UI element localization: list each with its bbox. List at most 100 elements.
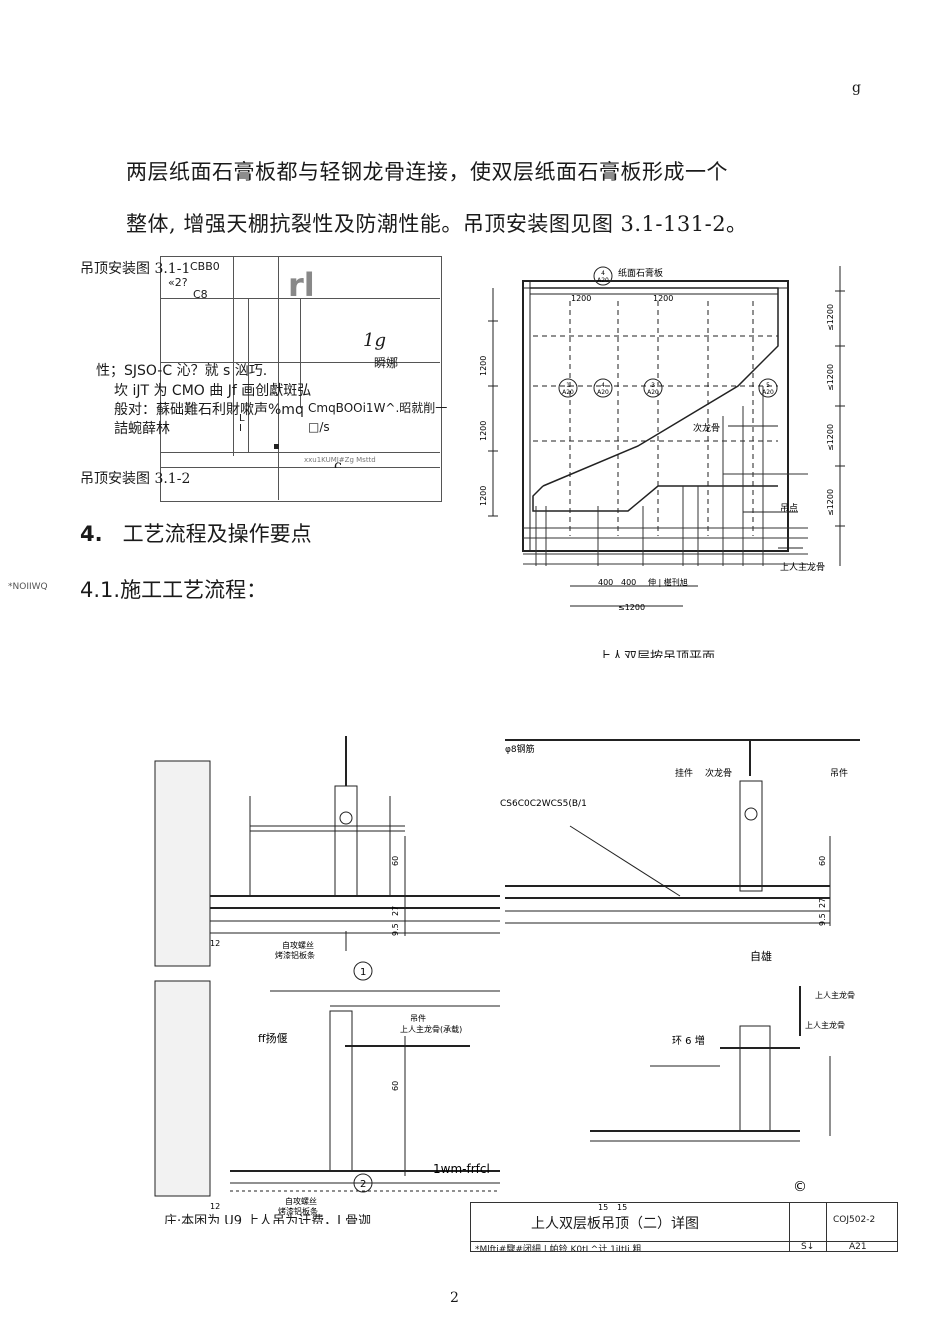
plan-circle-label: A20 [597, 389, 609, 396]
plan-circle-label: A20 [597, 277, 609, 284]
detail-dim-60: 60 [391, 856, 400, 866]
detail-dim-9-5-c: 9.5 [818, 913, 827, 926]
fragment-c: c [334, 458, 342, 468]
plan-right-dim-3: ≤1200 [826, 424, 835, 451]
plan-dim-1200: 1200 [571, 294, 591, 303]
left-figure: 吊顶安装图 3.1-1 CBB0 «2? C8 rl 1g 瞬娜 性；SJSO-… [78, 252, 447, 502]
detail-mark-1: 1 [360, 967, 366, 978]
plan-circle-label: 1 [566, 382, 570, 389]
grid-line [300, 298, 301, 408]
plan-circle-label: 4 [601, 382, 605, 389]
margin-note: *NOIIWQ [8, 582, 48, 592]
fragment-s: □/s [308, 420, 330, 434]
detail-dim-12: 12 [210, 939, 220, 948]
plan-svg: 纸面石膏板 次龙骨 吊点 上人主龙骨 1200 1200 400 400 伸 |… [479, 266, 845, 612]
section-4-num: 4. [80, 522, 103, 546]
title-block: 上人双层板吊顶（二）详图 COJ502-2 *Mlfti#驟#闭細 | 帕铃 K… [470, 1202, 898, 1252]
detail-label-ci: 次龙骨 [705, 767, 732, 779]
title-block-divider [789, 1203, 790, 1251]
fragment-shun: 瞬娜 [374, 356, 399, 370]
plan-right-dim-2: ≤1200 [826, 364, 835, 391]
figure-frame [160, 256, 442, 502]
fragment-c8: C8 [193, 288, 208, 301]
title-block-divider [471, 1241, 897, 1242]
plan-label-ci: 次龙骨 [693, 422, 720, 434]
title-block-s: S↓ [801, 1242, 815, 1251]
detail-note: 庄·本困为 U9 上人吊为讦费，I 骨迦 [164, 1214, 372, 1224]
plan-right-dim-4: ≤1200 [826, 489, 835, 516]
plan-label-board: 纸面石膏板 [618, 267, 663, 279]
detail-dim-9-5: 9.5 [391, 923, 400, 936]
plan-drawing: 纸面石膏板 次龙骨 吊点 上人主龙骨 1200 1200 400 400 伸 |… [478, 236, 853, 658]
fragment-cbb0: CBB0 [190, 260, 220, 273]
plan-left-dim-1: 1200 [479, 356, 488, 376]
detail-mark-2: 2 [360, 1179, 366, 1190]
detail-label-fu: ff扬偃 [258, 1031, 288, 1045]
plan-right-dim-1: ≤1200 [826, 304, 835, 331]
detail-label-c: © [793, 1179, 807, 1195]
plan-dim-1200-b: 1200 [653, 294, 673, 303]
detail-label-screw1: 自攻螺丝 [282, 940, 314, 950]
fragment-1g: 1g [363, 330, 386, 351]
corner-mark: g [852, 80, 861, 96]
garble-line-1: 性；SJSO-C 沁？就 s 汹巧. [96, 363, 268, 379]
section-4-title: 工艺流程及操作要点 [122, 522, 312, 546]
plan-dim-tex: 伸 | 椹刊旭 [648, 577, 688, 587]
plan-circle-label: 3 [651, 382, 655, 389]
dot-mark [274, 444, 279, 449]
plan-label-main: 上人主龙骨 [780, 561, 825, 573]
detail-label-main1: 上人主龙骨(承载) [400, 1024, 462, 1034]
title-block-row2: *Mlfti#驟#闭細 | 帕铃 K0tL^计 1iItJi 粗 [475, 1245, 642, 1251]
section-41-title: 施工工艺流程： [120, 578, 268, 602]
title-block-page: A21 [849, 1242, 867, 1251]
detail-label-main3: 上人主龙骨 [815, 990, 855, 1000]
detail-label-diaojian: 吊件 [830, 767, 848, 779]
detail-label-screw2: 烤漆铝板条 [275, 950, 315, 960]
detail-label-wm: 1wm-frfcl [433, 1162, 490, 1176]
body-line-1: 两层纸面石膏板都与轻钢龙骨连接，使双层纸面石膏板形成一个 [126, 160, 728, 184]
detail-dim-60-b: 60 [391, 1081, 400, 1091]
garble-line-3b: CmqBOOi1W^.昭就削一 [308, 401, 448, 415]
detail-dim-27-c: 27 [818, 898, 827, 908]
detail-dim-15-b: 15 [617, 1203, 627, 1212]
fragment-rl: rl [288, 270, 315, 298]
caption-top: 吊顶安装图 3.1-1 [80, 261, 191, 277]
detail-label-steel: φ8钢筋 [505, 743, 535, 755]
detail-label-huan: 环 6 増 [672, 1034, 705, 1047]
detail-label-guajian: 挂件 [675, 767, 693, 779]
fragment-li: L I [239, 413, 245, 434]
detail-dim-12-b: 12 [210, 1202, 220, 1211]
title-block-divider [826, 1203, 827, 1251]
section-4-heading: 4. 工艺流程及操作要点 [80, 518, 312, 548]
detail-dim-60-c: 60 [818, 856, 827, 866]
fragment-tiny: xxu1KUMJ#Zg Msttd [304, 456, 376, 464]
title-block-code: COJ502-2 [833, 1215, 876, 1225]
detail-label-main2: 上人主龙骨 [805, 1020, 845, 1030]
body-line-2: 整体, 增强天棚抗裂性及防潮性能。吊顶安装图见图 3.1-131-2。 [126, 212, 748, 236]
section-41-num: 4.1. [80, 578, 121, 602]
detail-svg: φ8钢筋 挂件 次龙骨 吊件 CS6C0C2WCS5(B/1 自雄 自攻螺丝 烤… [154, 736, 860, 1216]
section-41-heading: 4.1.施工工艺流程： [80, 574, 267, 604]
plan-circle-label: A20 [562, 389, 574, 396]
plan-left-dim-2: 1200 [479, 421, 488, 441]
detail-label-screw3: 自攻螺丝 [285, 1196, 317, 1206]
plan-dim-400: 400 [598, 578, 613, 587]
caption-bottom: 吊顶安装图 3.1-2 [80, 471, 191, 487]
garble-line-3: 般对：蘇础難石利財嗽声%mq [114, 402, 304, 418]
garble-line-4: 詰蜿薛林 [114, 421, 170, 437]
plan-circle-label: A20 [647, 389, 659, 396]
plan-label-diao: 吊点 [780, 503, 798, 514]
detail-label-code: CS6C0C2WCS5(B/1 [500, 799, 587, 809]
page-number: 2 [450, 1290, 459, 1306]
plan-circle-label: 4 [601, 270, 605, 277]
detail-label-diaojian2: 吊件 [410, 1013, 426, 1023]
title-block-title: 上人双层板吊顶（二）详图 [531, 1216, 699, 1232]
plan-circle-label: A20 [762, 389, 774, 396]
plan-left-dim-3: 1200 [479, 486, 488, 506]
fragment-2: «2? [168, 276, 188, 289]
garble-line-2: 坎 iJT 为 CMO 曲 Jf 画创獻斑弘 [114, 383, 312, 399]
plan-circle-label: 5 [766, 382, 770, 389]
grid-line [160, 467, 440, 468]
grid-line [160, 452, 440, 453]
detail-label-ziwei: 自雄 [750, 949, 772, 963]
